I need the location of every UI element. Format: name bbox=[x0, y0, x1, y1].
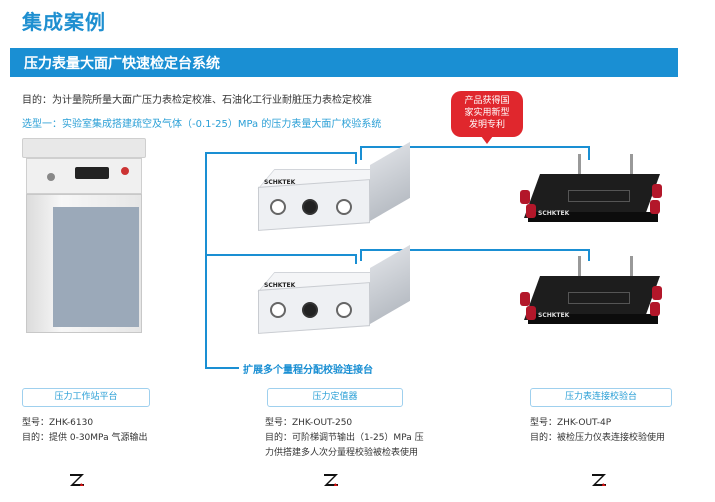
gauge-icon bbox=[302, 199, 318, 215]
connector-line bbox=[360, 249, 590, 251]
connector-line bbox=[205, 367, 239, 369]
product-purpose: 目的：被检压力仪表连接校验使用 bbox=[530, 433, 666, 443]
brand-logo-icon bbox=[68, 472, 86, 488]
product-caption: 压力工作站平台 bbox=[22, 388, 150, 407]
pressure-regulator-image: SCHKTEK bbox=[257, 244, 410, 334]
connector-line bbox=[588, 146, 590, 160]
device-brand: SCHKTEK bbox=[264, 282, 296, 289]
badge-line: 产品获得国 bbox=[464, 96, 510, 106]
product-spec: 型号：ZHK-6130 目的：提供 0-30MPa 气源输出 bbox=[22, 416, 147, 446]
product-purpose: 目的：可阶梯调节输出（1-25）MPa 压 bbox=[265, 433, 424, 443]
patent-badge: 产品获得国 家实用新型 发明专利 bbox=[451, 91, 523, 144]
product-model: 型号：ZHK-OUT-250 bbox=[265, 418, 353, 428]
product-spec: 型号：ZHK-OUT-4P 目的：被检压力仪表连接校验使用 bbox=[530, 416, 665, 446]
product-model: 型号：ZHK-6130 bbox=[22, 418, 94, 428]
section-title: 压力表量大面广快速检定台系统 bbox=[24, 56, 220, 72]
gauge-icon bbox=[336, 302, 352, 318]
badge-line: 发明专利 bbox=[468, 120, 505, 130]
product-caption: 压力表连接校验台 bbox=[530, 388, 672, 407]
connector-line bbox=[355, 152, 357, 164]
product-purpose-cont: 力供搭建多人次分量程校验被检表使用 bbox=[265, 448, 419, 458]
connector-line bbox=[360, 249, 362, 261]
purpose-text: 目的：为计量院所量大面广压力表检定校准、石油化工行业耐脏压力表检定校准 bbox=[22, 95, 372, 106]
calibration-station-image: SCHKTEK bbox=[518, 256, 668, 327]
page-title: 集成案例 bbox=[22, 10, 106, 34]
product-caption: 压力定值器 bbox=[267, 388, 403, 407]
pressure-regulator-image: SCHKTEK bbox=[257, 141, 410, 231]
product-spec: 型号：ZHK-OUT-250 目的：可阶梯调节输出（1-25）MPa 压 力供搭… bbox=[265, 416, 424, 461]
calibration-station-image: SCHKTEK bbox=[518, 154, 668, 225]
brand-logo-icon bbox=[590, 472, 608, 488]
section-bar: 压力表量大面广快速检定台系统 bbox=[10, 48, 678, 77]
gauge-icon bbox=[302, 302, 318, 318]
brand-logo-icon bbox=[322, 472, 340, 488]
expand-label: 扩展多个量程分配校验连接台 bbox=[243, 365, 373, 376]
option-text: 选型一：实验室集成搭建疏空及气体（-0.1-25）MPa 的压力表量大面广校验系… bbox=[22, 119, 382, 130]
device-brand: SCHKTEK bbox=[538, 210, 570, 217]
device-brand: SCHKTEK bbox=[264, 179, 296, 186]
badge-line: 家实用新型 bbox=[464, 108, 510, 118]
connector-line bbox=[205, 152, 207, 369]
device-brand: SCHKTEK bbox=[538, 312, 570, 319]
connector-line bbox=[205, 254, 355, 256]
connector-line bbox=[360, 146, 362, 160]
product-purpose: 目的：提供 0-30MPa 气源输出 bbox=[22, 433, 148, 443]
connector-line bbox=[205, 152, 355, 154]
connector-line bbox=[355, 254, 357, 264]
gauge-icon bbox=[270, 302, 286, 318]
connector-line bbox=[588, 249, 590, 261]
connector-line bbox=[360, 146, 590, 148]
gauge-icon bbox=[336, 199, 352, 215]
gauge-icon bbox=[270, 199, 286, 215]
pressure-workstation-image bbox=[22, 138, 146, 333]
product-model: 型号：ZHK-OUT-4P bbox=[530, 418, 612, 428]
